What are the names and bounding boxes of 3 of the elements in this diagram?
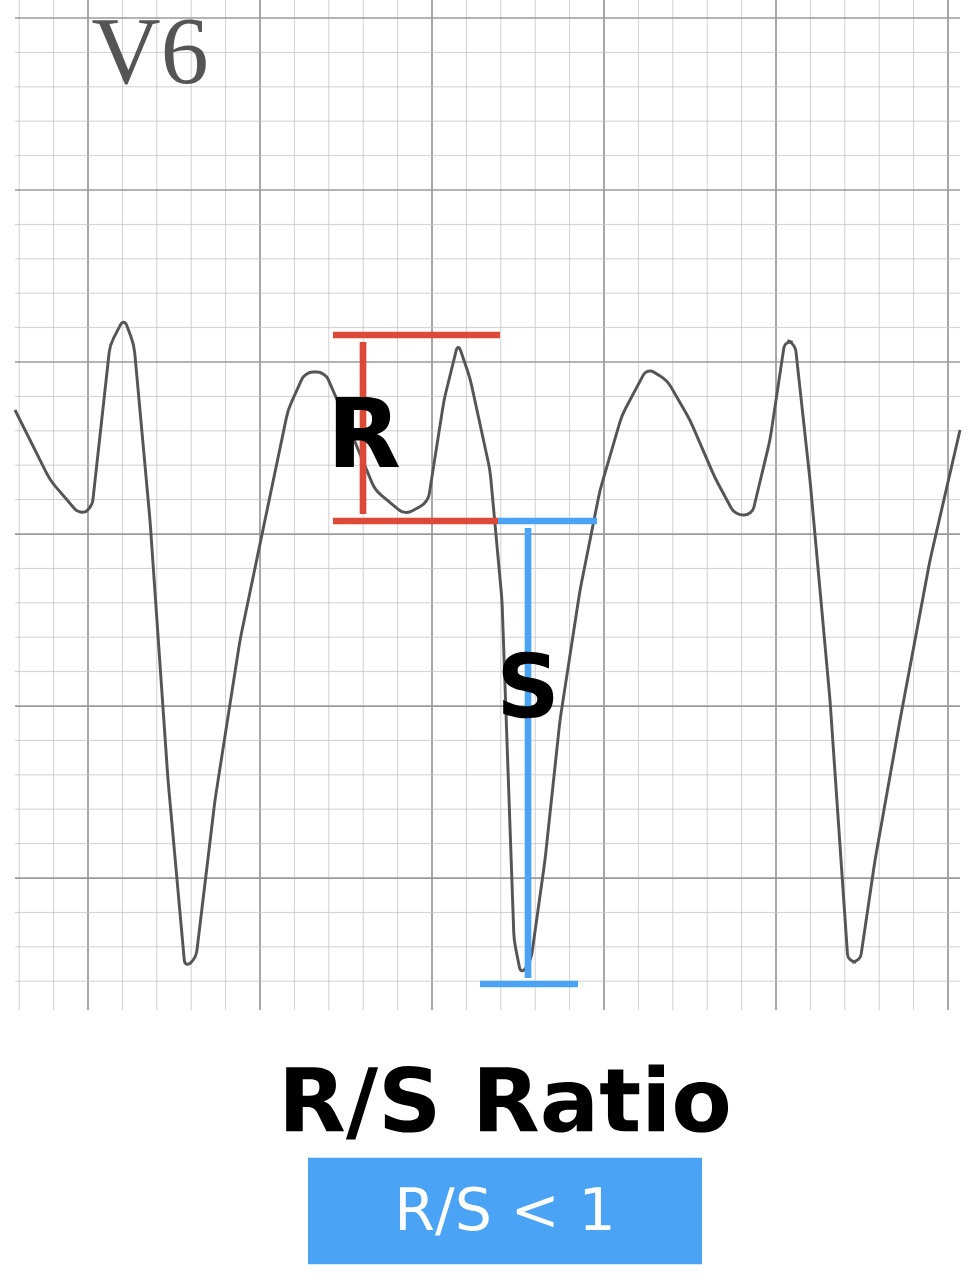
title: R/S Ratio [286,1064,729,1140]
result-box: R/S < 1 [308,1157,702,1265]
lead-label: V6 [92,19,206,85]
